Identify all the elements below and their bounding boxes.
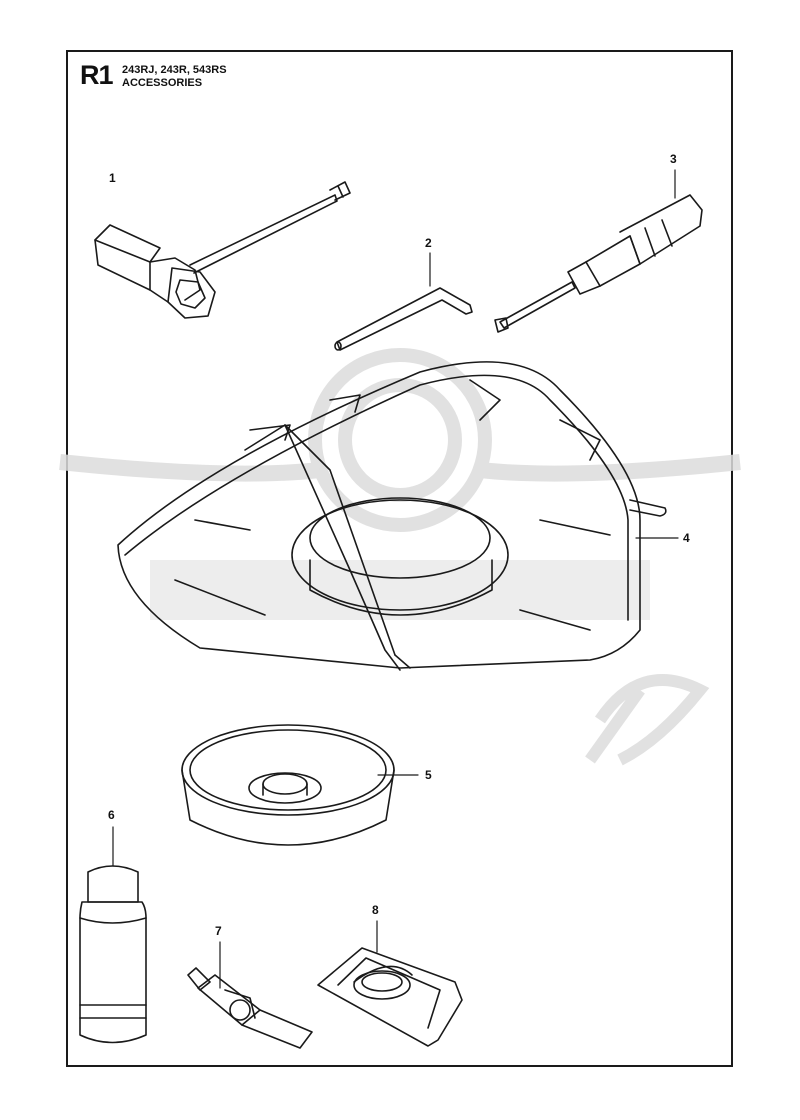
blade-guard-icon — [117, 361, 667, 671]
grease-tube-icon — [187, 967, 313, 1049]
callout-part-4: 4 — [683, 531, 690, 545]
callout-part-1: 1 — [109, 171, 116, 185]
diagram-frame — [66, 50, 733, 1067]
oil-bottle-icon — [79, 865, 147, 1044]
watermark-logo-icon — [59, 348, 741, 766]
callout-part-2: 2 — [425, 236, 432, 250]
leader-lines — [112, 169, 679, 989]
model-list: 243RJ, 243R, 543RS — [122, 64, 227, 76]
section-code: R1 — [80, 60, 114, 90]
screwdriver-icon — [494, 194, 703, 333]
callout-part-6: 6 — [108, 808, 115, 822]
combination-spanner-icon — [94, 181, 351, 319]
transport-guard-icon — [317, 947, 463, 1047]
callout-part-5: 5 — [425, 768, 432, 782]
callout-part-8: 8 — [372, 903, 379, 917]
page-title: ACCESSORIES — [122, 77, 203, 89]
hex-key-icon — [334, 287, 473, 351]
callout-part-7: 7 — [215, 924, 222, 938]
callout-part-3: 3 — [670, 152, 677, 166]
support-cup-icon — [181, 724, 395, 846]
